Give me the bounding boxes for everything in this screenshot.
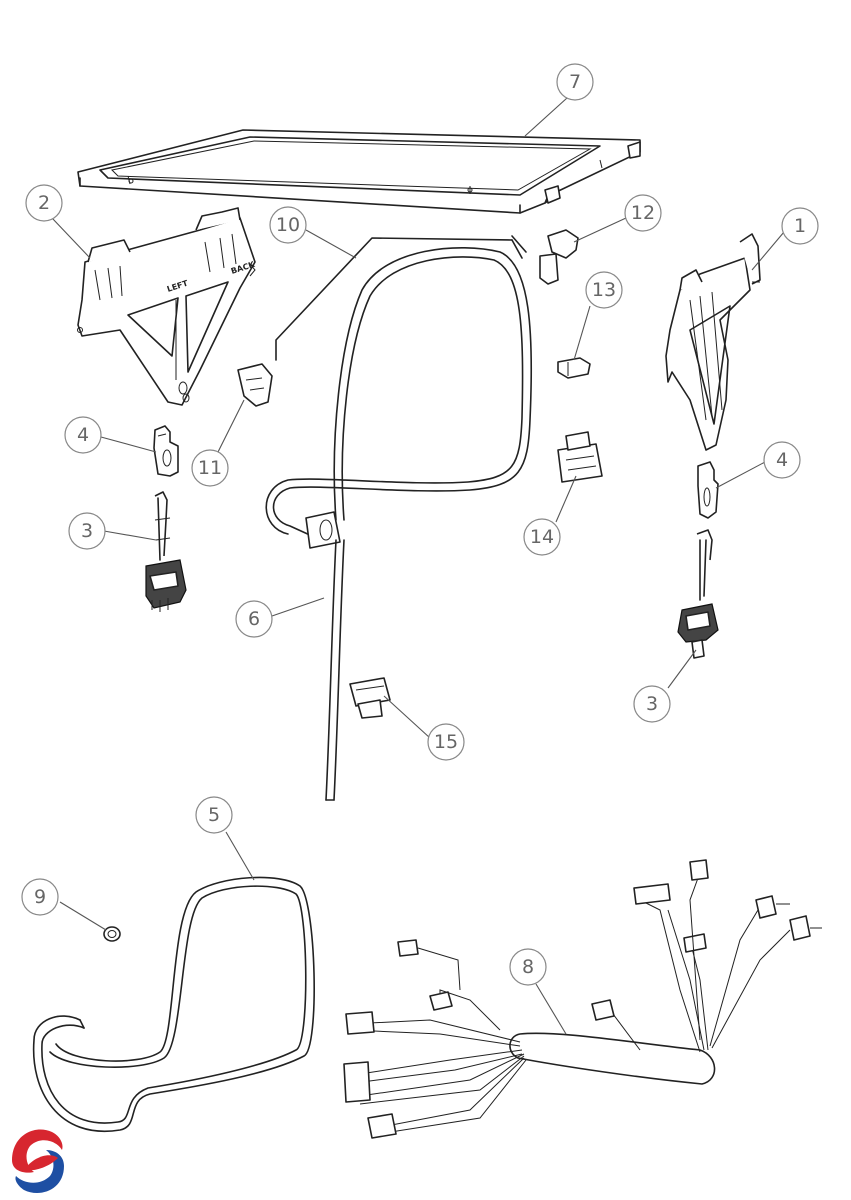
callout-4a-label: 4 (77, 424, 89, 446)
callout-15-label: 15 (434, 731, 458, 753)
logo-red-arc (12, 1129, 63, 1173)
part-3-right-assembly (677, 529, 719, 659)
part-5-hose (32, 876, 315, 1133)
callout-4b-label: 4 (776, 449, 788, 471)
callout-5: 5 (195, 796, 233, 834)
callout-11: 11 (191, 449, 229, 487)
part-4-left-clip (153, 425, 179, 477)
part-7-glass-frame (77, 129, 641, 214)
part-9-clamp (103, 926, 121, 942)
part-8-wire-harness (343, 859, 822, 1139)
callout-3b-label: 3 (646, 693, 658, 715)
brand-logo (12, 1129, 65, 1193)
callout-3a-label: 3 (81, 520, 93, 542)
part-14-clip (557, 431, 603, 483)
callout-12: 12 (624, 194, 662, 232)
callout-6-label: 6 (248, 608, 260, 630)
leader-lines (51, 97, 785, 1035)
logo-swoosh (24, 1155, 58, 1171)
callout-3a: 3 (68, 512, 106, 550)
callout-13: 13 (585, 271, 623, 309)
callout-8: 8 (509, 948, 547, 986)
callout-8-label: 8 (522, 956, 534, 978)
callout-10: 10 (269, 206, 307, 244)
callout-3b: 3 (633, 685, 671, 723)
callout-2: 2 (25, 184, 63, 222)
callout-7-label: 7 (569, 71, 581, 93)
callout-1: 1 (781, 207, 819, 245)
part-6-drain-hose (265, 247, 533, 801)
part-2-left-bracket: LEFT BACK (77, 207, 257, 406)
part-4-right-clip (697, 461, 719, 519)
part-12-connector (539, 229, 579, 285)
part-3-left-assembly (145, 491, 187, 612)
part-10-wire-rod (275, 235, 527, 361)
part-1-right-bracket (665, 233, 761, 451)
part-15-clip (349, 677, 391, 719)
callout-10-label: 10 (276, 214, 300, 236)
callout-1-label: 1 (794, 215, 806, 237)
callout-15: 15 (427, 723, 465, 761)
callout-14: 14 (523, 518, 561, 556)
part-13-cap (557, 357, 591, 379)
callout-9-label: 9 (34, 886, 46, 908)
callout-9: 9 (21, 878, 59, 916)
callout-2-label: 2 (38, 192, 50, 214)
part-11-bracket (237, 363, 273, 407)
callout-6: 6 (235, 600, 273, 638)
callout-12-label: 12 (631, 202, 655, 224)
callout-13-label: 13 (592, 279, 616, 301)
callout-5-label: 5 (208, 804, 220, 826)
logo-blue-arc (15, 1150, 65, 1193)
callout-11-label: 11 (198, 457, 222, 479)
callout-7: 7 (556, 63, 594, 101)
callout-4b: 4 (763, 441, 801, 479)
callout-4a: 4 (64, 416, 102, 454)
callout-14-label: 14 (530, 526, 554, 548)
